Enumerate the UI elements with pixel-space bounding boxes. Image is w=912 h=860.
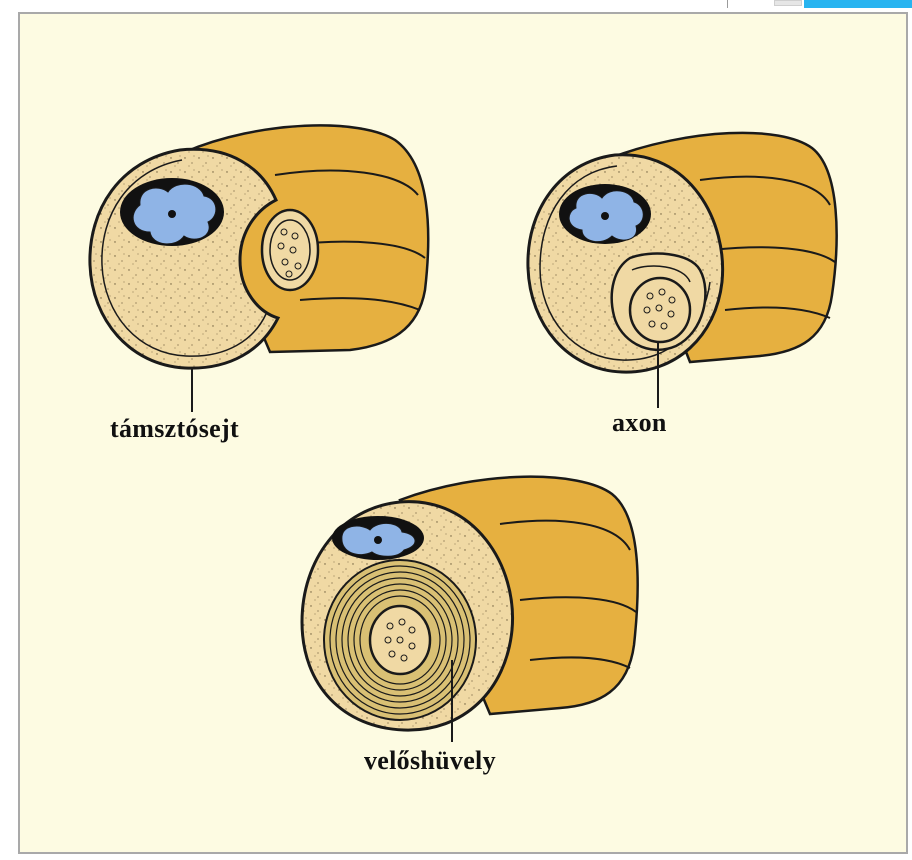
- axon: [630, 278, 690, 342]
- stage-2-cell: [528, 133, 837, 408]
- label-schwann-cell: támsztósejt: [110, 414, 239, 444]
- stage-3-cell: [302, 477, 638, 742]
- axon: [370, 606, 430, 674]
- label-myelin-sheath: velőshüvely: [364, 746, 496, 776]
- stage-1-cell: [90, 125, 428, 412]
- label-axon: axon: [612, 408, 667, 438]
